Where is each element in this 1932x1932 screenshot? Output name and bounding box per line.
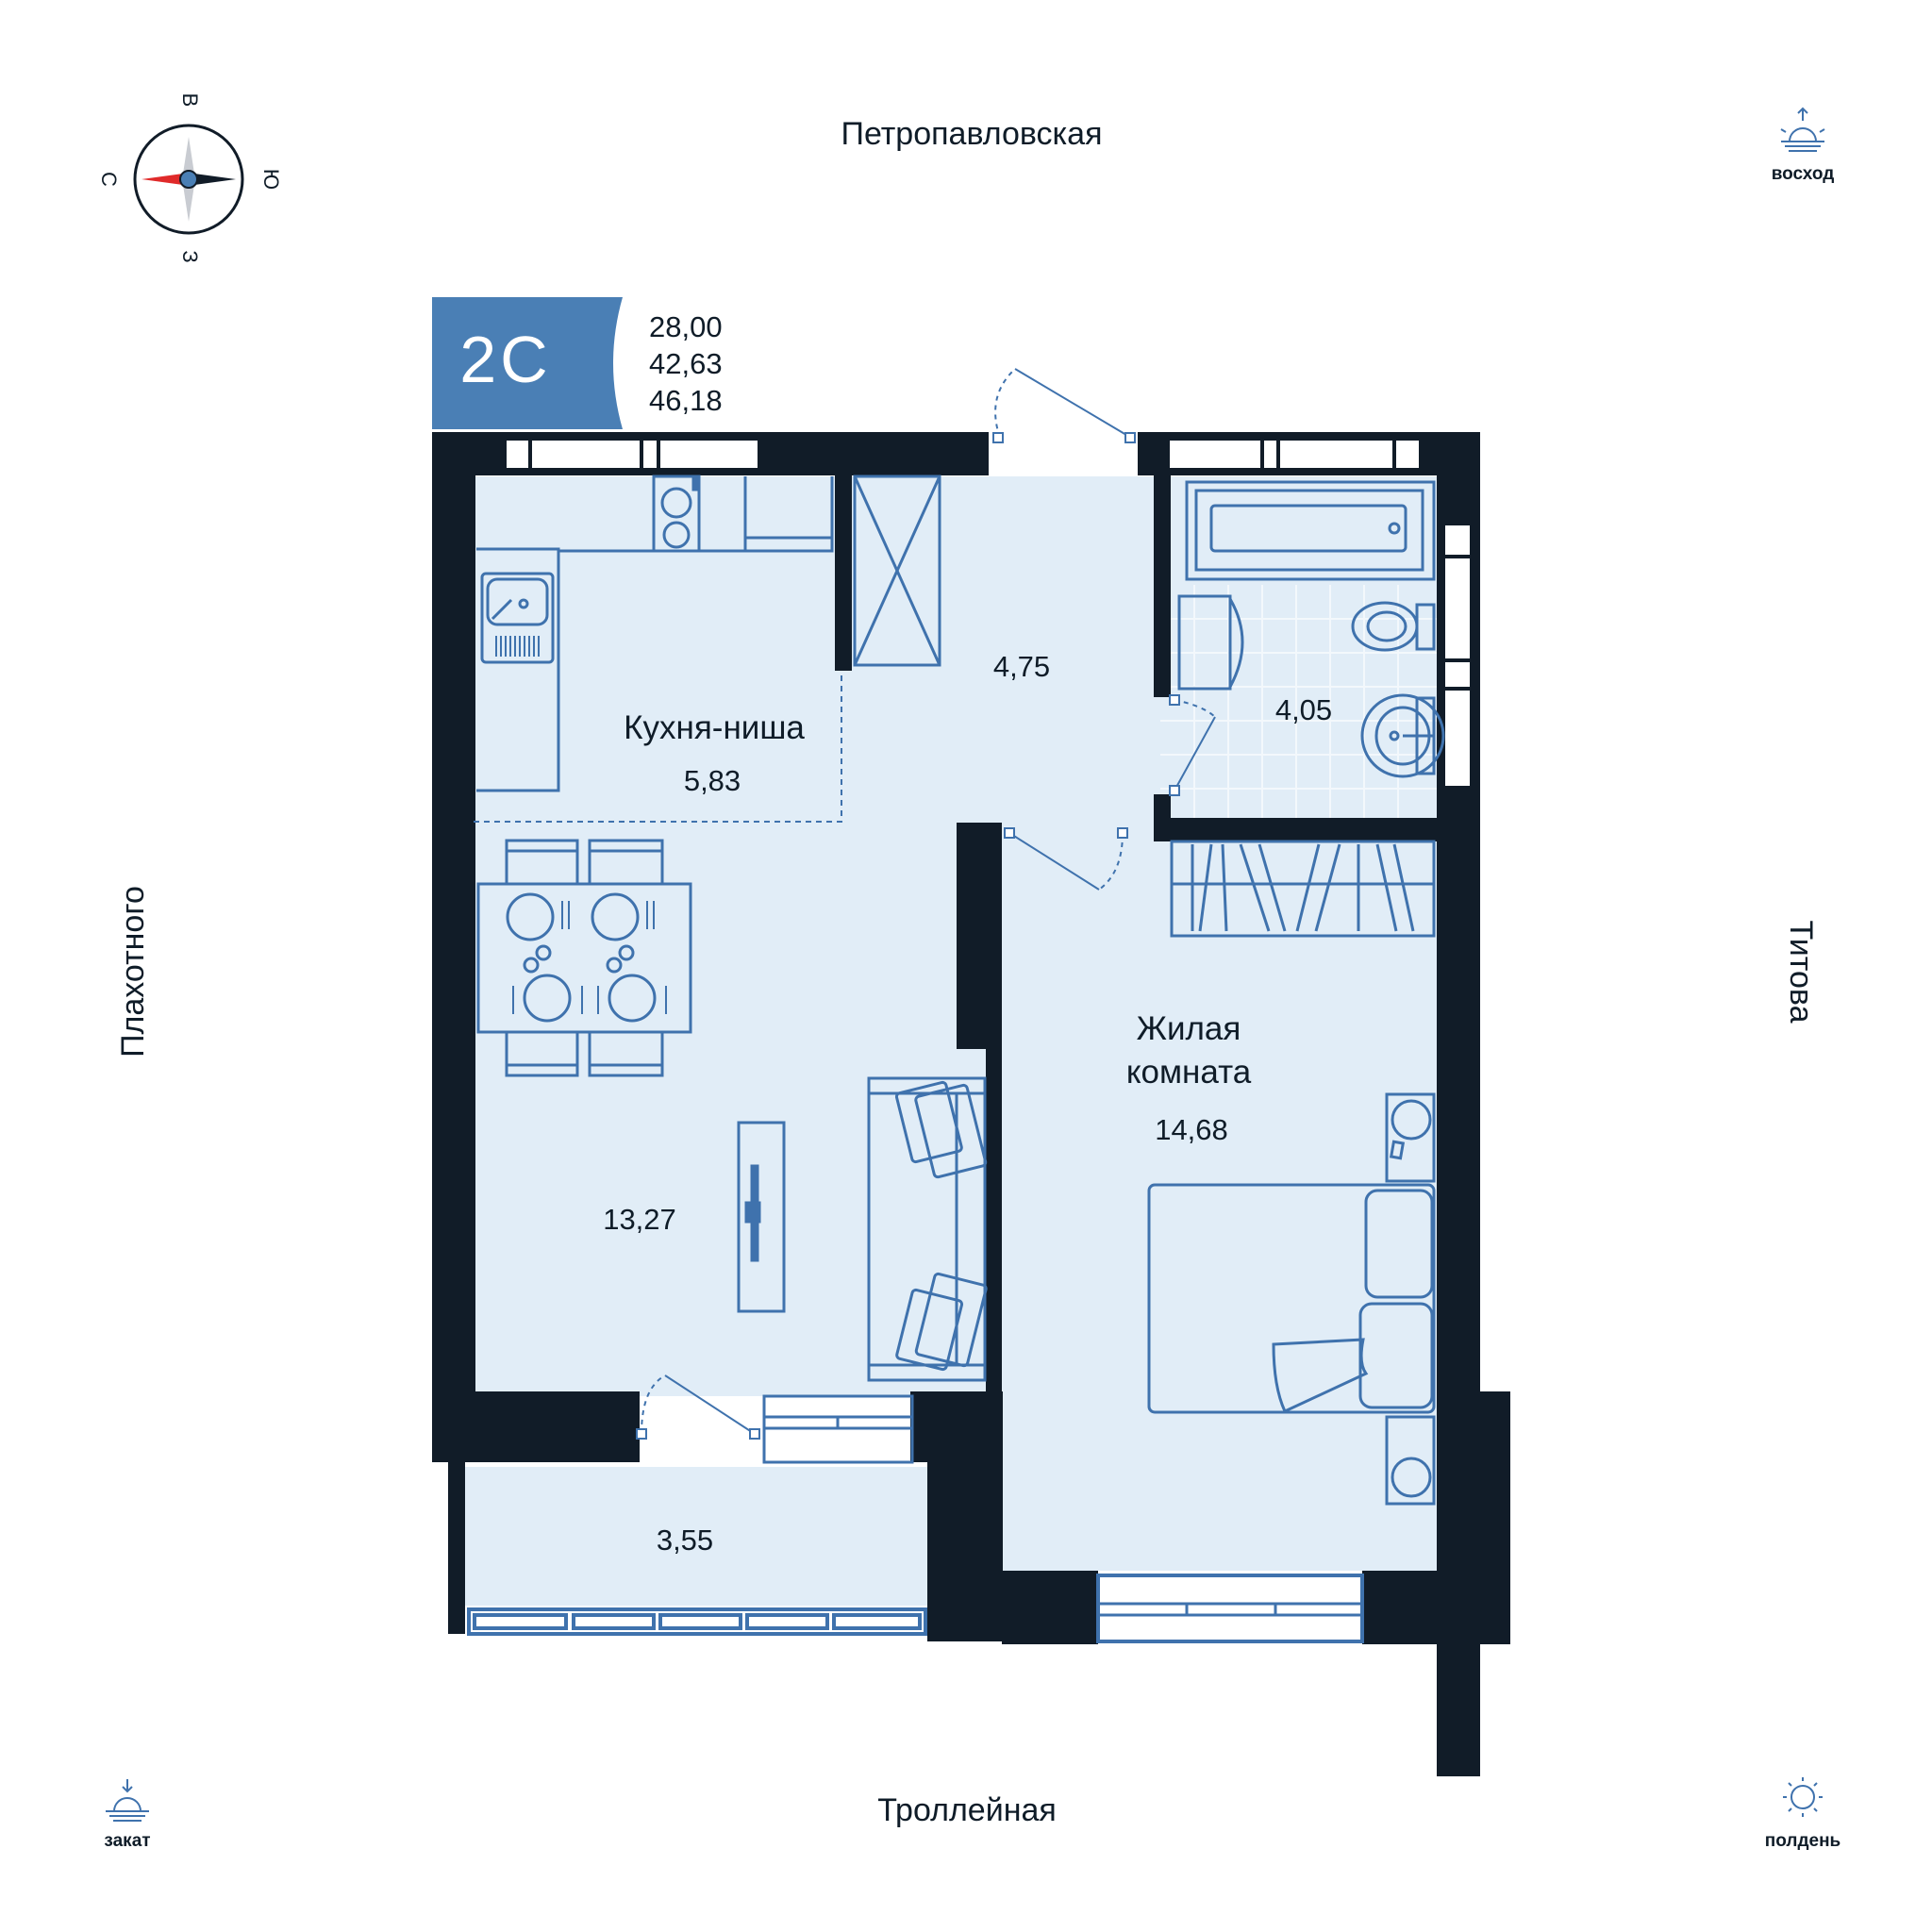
wall-right-lower bbox=[1437, 1391, 1510, 1644]
area-living: 28,00 bbox=[649, 310, 723, 343]
street-left: Плахотного bbox=[115, 886, 151, 1058]
compass-ring bbox=[133, 124, 244, 235]
compass-center bbox=[179, 170, 198, 189]
window-kitchen bbox=[503, 437, 761, 472]
apartment-badge: 2С 28,00 42,63 46,18 bbox=[432, 297, 723, 429]
noon-sun-icon bbox=[1783, 1777, 1823, 1817]
compass-label-south: Ю bbox=[259, 169, 283, 190]
bathtub bbox=[1185, 480, 1436, 581]
sofa-cushion bbox=[895, 1288, 964, 1372]
wall-bathroom-bottom bbox=[1154, 818, 1439, 841]
sunset-icon bbox=[106, 1779, 149, 1822]
room-area-hall: 4,75 bbox=[993, 650, 1050, 683]
doors bbox=[636, 368, 1216, 1440]
apartment-type-code: 2С bbox=[459, 323, 551, 396]
room-name-kitchen: Кухня-ниша bbox=[624, 709, 805, 746]
compass-label-east: В bbox=[178, 93, 202, 108]
floor-hall bbox=[988, 476, 1160, 825]
wall-bathroom-left-low bbox=[1154, 794, 1171, 818]
ventilation-shaft bbox=[853, 475, 941, 667]
dining-table bbox=[476, 882, 692, 1034]
wall-bedroom-divider-lower bbox=[986, 1049, 1002, 1459]
toilet-icon bbox=[1351, 601, 1419, 652]
window-right bbox=[1441, 522, 1474, 790]
compass-label-north: С bbox=[97, 172, 121, 187]
sofa-cushion bbox=[914, 1272, 988, 1368]
room-area-bedroom: 14,68 bbox=[1155, 1113, 1228, 1146]
bed-blanket bbox=[1272, 1338, 1369, 1413]
room-area-living: 13,27 bbox=[603, 1203, 676, 1236]
room-area-balcony: 3,55 bbox=[657, 1524, 713, 1557]
compass-needle-down bbox=[183, 179, 194, 222]
window-bathroom bbox=[1166, 437, 1423, 472]
badge-background bbox=[432, 297, 623, 429]
area-total: 42,63 bbox=[649, 347, 723, 380]
furniture bbox=[476, 475, 1445, 1506]
sunset-label: закат bbox=[104, 1831, 150, 1851]
wall-balcony-right bbox=[927, 1453, 1003, 1641]
nightstand bbox=[1385, 1092, 1436, 1183]
wall-bedroom-divider bbox=[957, 823, 1002, 1049]
room-area-bathroom: 4,05 bbox=[1275, 693, 1332, 726]
window-balcony bbox=[467, 1607, 927, 1636]
compass-label-west: З bbox=[178, 250, 202, 262]
tv-stand bbox=[737, 1121, 786, 1313]
compass-needle-south bbox=[189, 174, 236, 185]
nightstand bbox=[1385, 1415, 1436, 1506]
sunrise-icon bbox=[1780, 107, 1825, 152]
wall-bedroom-bottom-left bbox=[1002, 1571, 1098, 1644]
windows bbox=[503, 437, 1474, 790]
kitchen-niche-boundary bbox=[474, 672, 842, 823]
dining-chair bbox=[588, 839, 664, 886]
wall-kitchen-partition bbox=[835, 475, 852, 671]
dining-chair bbox=[505, 1030, 579, 1077]
bed-pillow bbox=[1364, 1189, 1434, 1299]
wall-bottom-left bbox=[432, 1391, 640, 1462]
stove-icon bbox=[652, 475, 701, 553]
kitchen-sink-icon bbox=[480, 572, 555, 664]
window-bedroom bbox=[1096, 1574, 1364, 1643]
bed bbox=[1147, 1183, 1436, 1414]
area-with-balcony: 46,18 bbox=[649, 384, 723, 417]
dining-chair bbox=[588, 1030, 664, 1077]
wall-balcony-left bbox=[448, 1462, 465, 1634]
bathroom-tiles bbox=[1160, 585, 1439, 818]
dining-chair bbox=[505, 839, 579, 886]
compass: В З С Ю bbox=[97, 93, 283, 263]
kitchen-counter-left bbox=[476, 547, 560, 792]
door-entrance-swing bbox=[994, 368, 1016, 439]
floor-balcony bbox=[465, 1467, 927, 1606]
sofa-cushion bbox=[894, 1080, 963, 1164]
compass-needle-north bbox=[142, 174, 189, 185]
bathroom-sink-icon bbox=[1360, 693, 1445, 778]
sunrise-label: восход bbox=[1772, 164, 1835, 184]
sofa-cushion bbox=[914, 1083, 988, 1179]
door-bathroom-leaf bbox=[1174, 716, 1216, 791]
room-area-kitchen: 5,83 bbox=[684, 764, 741, 797]
sofa bbox=[867, 1076, 987, 1382]
street-right: Титова bbox=[1783, 921, 1819, 1024]
floor-kitchen-living bbox=[474, 476, 988, 1396]
wall-left bbox=[432, 432, 475, 1394]
room-name-bedroom-line2: комната bbox=[1126, 1054, 1252, 1091]
door-bedroom-leaf bbox=[1008, 832, 1100, 891]
wardrobe bbox=[1170, 840, 1436, 938]
wall-bathroom-left bbox=[1154, 475, 1171, 697]
compass-needle-up bbox=[183, 137, 194, 179]
street-bottom: Троллейная bbox=[877, 1792, 1057, 1828]
door-entrance-leaf bbox=[1014, 368, 1132, 439]
street-top: Петропавловская bbox=[841, 116, 1103, 152]
noon-label: полдень bbox=[1765, 1831, 1840, 1851]
room-name-bedroom-line1: Жилая bbox=[1137, 1010, 1241, 1047]
door-balcony-leaf bbox=[664, 1374, 756, 1435]
